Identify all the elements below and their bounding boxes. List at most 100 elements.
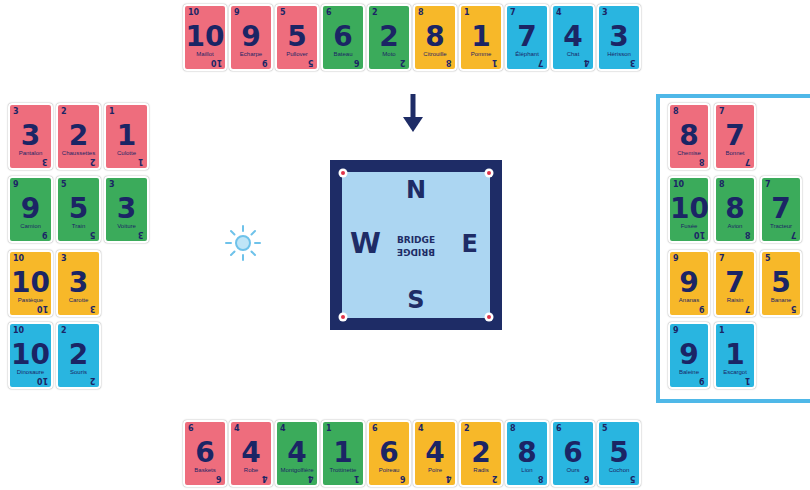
corner-index: 8 <box>510 424 516 433</box>
card-number: 5 <box>58 192 99 225</box>
card-number: 1 <box>461 20 501 53</box>
card-number: 8 <box>670 119 708 152</box>
playing-card: 111Culotte <box>104 103 149 170</box>
playing-card: 111Trottinette <box>321 420 365 487</box>
compass-letter: S <box>342 288 490 312</box>
corner-index: 3 <box>109 180 115 189</box>
playing-card: 666Poireau <box>367 420 411 487</box>
moon-symbol <box>566 231 581 261</box>
corner-index: 1 <box>326 424 332 433</box>
playing-card: 444Poire <box>413 420 457 487</box>
corner-index: 4 <box>418 424 424 433</box>
card-number: 6 <box>185 436 225 469</box>
corner-index: 9 <box>673 254 679 263</box>
corner-index: 2 <box>464 424 470 433</box>
playing-card: 444Chat <box>551 4 595 71</box>
pin-dot <box>487 171 491 175</box>
card-number: 7 <box>716 266 754 299</box>
playing-card: 444Montgolfière <box>275 420 319 487</box>
pin <box>339 169 348 178</box>
corner-index: 1 <box>464 8 470 17</box>
card-name: Camion <box>11 223 50 229</box>
corner-index: 8 <box>719 180 725 189</box>
playing-card: 888Chemise <box>668 103 710 170</box>
corner-index: 4 <box>262 474 268 483</box>
card-name: Avion <box>717 223 753 229</box>
corner-index: 10 <box>188 8 199 17</box>
playing-card: 777Bonnet <box>714 103 756 170</box>
card-number: 10 <box>185 20 225 53</box>
corner-index: 6 <box>354 58 360 67</box>
pin-dot <box>487 315 491 319</box>
corner-index: 10 <box>37 304 48 313</box>
card-name: Hérisson <box>600 51 638 57</box>
card-number: 2 <box>58 338 99 371</box>
card-number: 4 <box>553 20 593 53</box>
card-name: Radis <box>462 467 500 473</box>
card-number: 6 <box>553 436 593 469</box>
card-number: 3 <box>10 119 51 152</box>
corner-index: 1 <box>745 376 751 385</box>
card-name: Baskets <box>186 467 224 473</box>
card-number: 2 <box>461 436 501 469</box>
card-number: 9 <box>231 20 271 53</box>
card-name: Raisin <box>717 297 753 303</box>
card-name: Pomme <box>462 51 500 57</box>
corner-index: 5 <box>308 58 314 67</box>
pin <box>485 313 494 322</box>
card-number: 5 <box>762 266 800 299</box>
card-number: 1 <box>106 119 147 152</box>
card-number: 3 <box>599 20 639 53</box>
board-title: BRIDGE <box>342 236 490 245</box>
corner-index: 1 <box>492 58 498 67</box>
corner-index: 1 <box>719 326 725 335</box>
playing-card: 666Bateau <box>321 4 365 71</box>
corner-index: 5 <box>280 8 286 17</box>
card-name: Lion <box>508 467 546 473</box>
card-name: Éléphant <box>508 51 546 57</box>
corner-index: 5 <box>630 474 636 483</box>
card-name: Chat <box>554 51 592 57</box>
card-number: 10 <box>10 266 51 299</box>
corner-index: 5 <box>791 304 797 313</box>
card-name: Montgolfière <box>278 467 316 473</box>
corner-index: 2 <box>61 107 67 116</box>
playing-card: 999Camion <box>8 176 53 243</box>
compass-letter: E <box>462 232 478 256</box>
playing-card: 888Citrouille <box>413 4 457 71</box>
card-number: 4 <box>277 436 317 469</box>
card-number: 1 <box>323 436 363 469</box>
card-name: Dinosaure <box>11 369 50 375</box>
playing-card: 101010Dinosaure <box>8 322 53 389</box>
corner-index: 6 <box>326 8 332 17</box>
corner-index: 4 <box>234 424 240 433</box>
corner-index: 6 <box>584 474 590 483</box>
playing-card: 777Raisin <box>714 250 756 317</box>
card-name: Tracteur <box>763 223 799 229</box>
corner-index: 7 <box>538 58 544 67</box>
card-name: Poire <box>416 467 454 473</box>
card-number: 8 <box>507 436 547 469</box>
playing-card: 111Escargot <box>714 322 756 389</box>
corner-index: 3 <box>61 254 67 263</box>
corner-index: 10 <box>673 180 684 189</box>
corner-index: 4 <box>584 58 590 67</box>
corner-index: 4 <box>308 474 314 483</box>
compass-board: NWESBRIDGEBRIDGE <box>330 160 502 330</box>
corner-index: 4 <box>446 474 452 483</box>
corner-index: 7 <box>745 157 751 166</box>
card-name: Maillot <box>186 51 224 57</box>
card-name: Pantalon <box>11 150 50 156</box>
card-name: Banane <box>763 297 799 303</box>
corner-index: 6 <box>372 424 378 433</box>
playing-card: 111Pomme <box>459 4 503 71</box>
corner-index: 7 <box>719 107 725 116</box>
corner-index: 5 <box>61 180 67 189</box>
corner-index: 4 <box>556 8 562 17</box>
playing-card: 888Lion <box>505 420 549 487</box>
playing-card: 777Tracteur <box>760 176 802 243</box>
card-number: 7 <box>716 119 754 152</box>
card-name: Culotte <box>107 150 146 156</box>
card-number: 9 <box>670 338 708 371</box>
corner-index: 1 <box>354 474 360 483</box>
